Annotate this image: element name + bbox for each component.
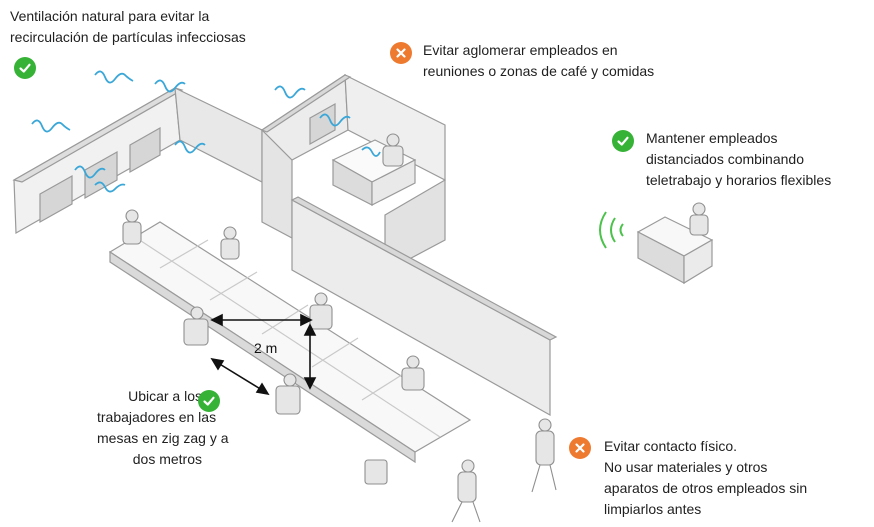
callout-line: Ubicar a los [128, 388, 202, 404]
callout-line: aparatos de otros empleados sin [604, 480, 808, 496]
person-figure [275, 373, 301, 415]
avoid-crowding-callout: Evitar aglomerar empleados en reuniones … [423, 40, 654, 82]
callout-line: No usar materiales y otros [604, 459, 768, 475]
contact-callout: Evitar contacto físico. No usar material… [604, 436, 807, 520]
callout-line: Ventilación natural para evitar la [10, 8, 210, 24]
person-figure [401, 355, 425, 391]
callout-line: reuniones o zonas de café y comidas [423, 63, 655, 79]
distance-arrows [210, 313, 317, 396]
left-wall-front [13, 87, 181, 235]
callout-line: dos metros [132, 451, 202, 467]
airflow-lines [31, 70, 381, 193]
walking-person [531, 418, 557, 493]
person-figure [183, 306, 209, 346]
cross-icon [390, 42, 412, 64]
person-figure [689, 202, 709, 236]
corridor-wall [174, 86, 263, 183]
callout-line: teletrabajo y horarios flexibles [646, 172, 832, 188]
person-figure [220, 226, 240, 260]
distancing-callout: Mantener empleados distanciados combinan… [646, 128, 831, 191]
callout-line: trabajadores en las [97, 409, 217, 425]
meeting-room-top-edge [260, 74, 352, 133]
check-icon [612, 130, 634, 152]
walking-person [451, 459, 481, 523]
cross-icon [569, 437, 591, 459]
distance-label: 2 m [254, 340, 278, 356]
signal-waves [599, 211, 624, 249]
zigzag-callout: Ubicar a los trabajadores en las mesas e… [97, 386, 229, 470]
empty-chair [364, 459, 388, 485]
callout-line: recirculación de partículas infecciosas [10, 29, 246, 45]
person-figure [382, 133, 404, 167]
check-icon [198, 390, 220, 412]
check-icon [14, 57, 36, 79]
callout-line: limpiarlos antes [604, 501, 702, 517]
person-figure [122, 209, 142, 245]
ventilation-callout: Ventilación natural para evitar la recir… [10, 6, 246, 48]
callout-line: Evitar contacto físico. [604, 438, 738, 454]
callout-line: distanciados combinando [646, 151, 804, 167]
callout-line: mesas en zig zag y a [97, 430, 229, 446]
callout-line: Evitar aglomerar empleados en [423, 42, 618, 58]
left-wall-top [12, 87, 184, 183]
callout-line: Mantener empleados [646, 130, 778, 146]
person-figure [309, 292, 333, 330]
